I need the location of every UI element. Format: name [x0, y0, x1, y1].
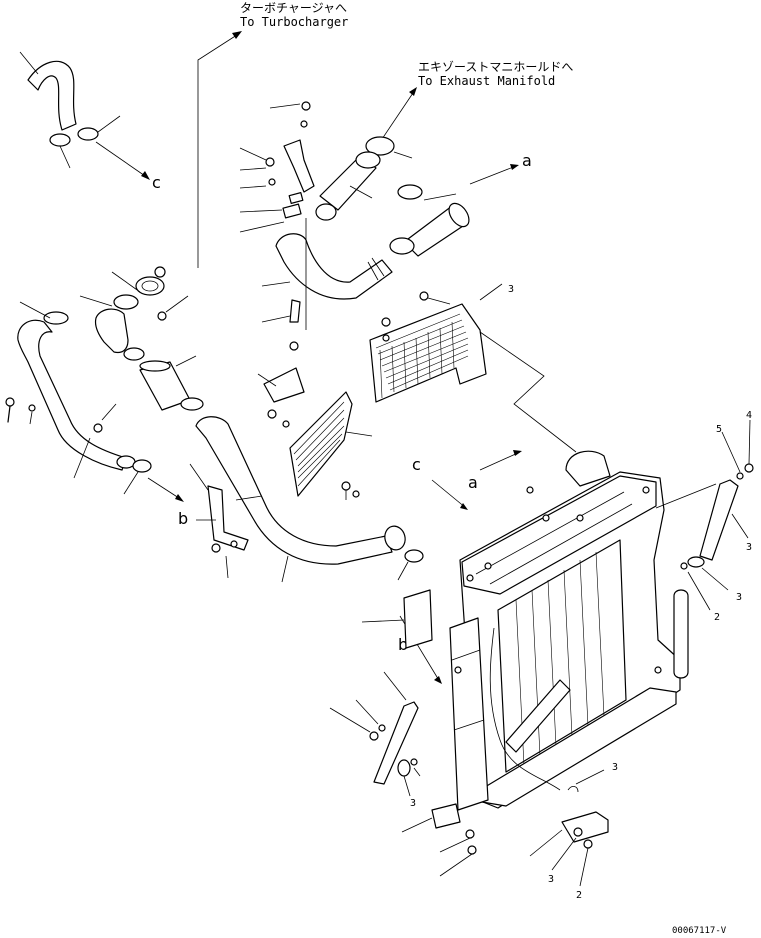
left-pipe-clamps	[73, 403, 152, 495]
bottom-bolts	[439, 829, 477, 877]
arrow-to-a-top	[469, 164, 519, 185]
key-c-top: c	[152, 173, 161, 192]
left-bolt-washers	[5, 397, 36, 425]
part-number-3-right-a: 3	[746, 542, 752, 553]
connection-guide-lines	[399, 331, 577, 684]
part-number-3-grille: 3	[508, 284, 514, 295]
exhaust-clamp-top	[365, 136, 413, 159]
part-number-2-right: 2	[714, 612, 720, 623]
exhaust-flow-arrow	[377, 87, 417, 146]
turbo-connector-clamp	[79, 266, 166, 310]
front-shroud-panel	[449, 617, 489, 811]
exhaust-short-hose	[315, 151, 381, 221]
upper-grille-cover	[369, 283, 503, 403]
bottom-rubber-block	[401, 803, 461, 833]
middle-pipe-bracket	[189, 463, 263, 579]
right-stay-rod	[655, 419, 754, 611]
drawing-code: 00067117-V	[672, 926, 727, 936]
part-number-3-bottom: 3	[548, 874, 554, 885]
key-a-top: a	[522, 151, 532, 170]
part-number-3-left: 3	[410, 798, 416, 809]
turbo-straight-hose	[139, 355, 204, 411]
upper-left-elbow-hose	[19, 51, 77, 131]
part-number-4: 4	[746, 410, 752, 421]
radiator-main-frame	[459, 450, 689, 809]
side-shroud-piece	[361, 589, 433, 649]
part-number-2-bottom: 2	[576, 890, 582, 901]
exhaust-manifold-label-jp: エキゾーストマニホールドへ	[418, 60, 573, 74]
left-long-pipe	[17, 301, 127, 471]
middle-long-pipe	[195, 416, 424, 583]
arrow-to-b-left	[147, 477, 184, 502]
hose-clamp-left-1	[49, 115, 121, 169]
left-stay-rod	[329, 671, 421, 797]
exhaust-manifold-label-en: To Exhaust Manifold	[418, 74, 555, 88]
part-number-3-bracket: 3	[612, 762, 618, 773]
frame-bolt-center	[341, 481, 360, 500]
part-number-5: 5	[716, 424, 722, 435]
lower-right-bracket	[529, 769, 609, 887]
turbocharger-label-jp: ターボチャージャへ	[240, 1, 347, 15]
turbocharger-flow-arrow	[197, 31, 242, 268]
key-a-lower: a	[468, 473, 478, 492]
upper-curved-pipe	[261, 218, 393, 330]
exhaust-long-hose	[389, 184, 470, 257]
key-b-left: b	[178, 509, 188, 528]
lower-grille-side	[257, 341, 373, 497]
upper-bracket-assembly	[239, 101, 315, 233]
part-number-3-right-b: 3	[736, 592, 742, 603]
small-bolt-stack	[157, 295, 189, 321]
key-c-lower: c	[412, 455, 421, 474]
arrow-to-c	[95, 141, 150, 180]
turbocharger-label-en: To Turbocharger	[240, 15, 348, 29]
key-b-lower: b	[398, 635, 408, 654]
turbo-elbow-pipe	[94, 308, 145, 361]
